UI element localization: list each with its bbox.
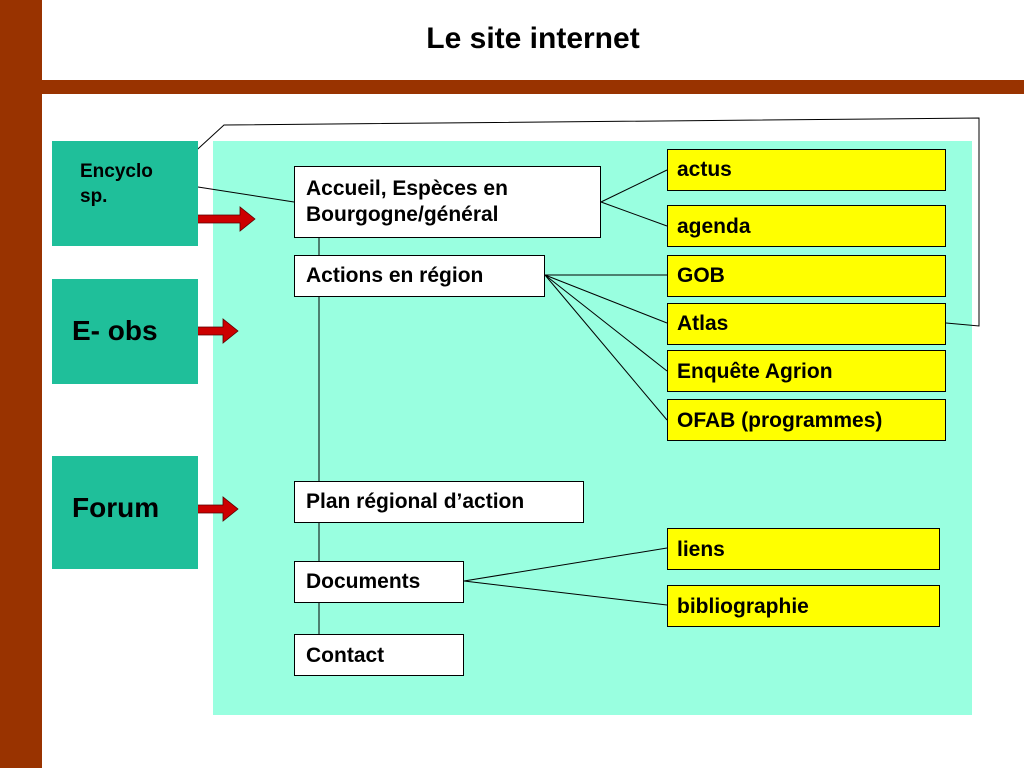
actions-box[interactable]: Actions en région	[294, 255, 545, 297]
enquete-box[interactable]: Enquête Agrion	[667, 350, 946, 392]
actions-enquete-line	[544, 274, 668, 372]
encyclo-link-line	[197, 186, 295, 203]
agenda-box[interactable]: agenda	[667, 205, 946, 247]
documents-liens-line	[463, 547, 668, 582]
eobs-block[interactable]: E- obs	[52, 279, 198, 384]
accueil-label-line1: Accueil, Espèces en	[306, 177, 508, 200]
actions-ofab-line	[544, 274, 668, 421]
plan-label: Plan régional d’action	[306, 490, 525, 513]
biblio-box[interactable]: bibliographie	[667, 585, 940, 627]
eobs-label: E- obs	[72, 315, 158, 346]
accueil-label-line2: Bourgogne/général	[306, 203, 499, 226]
title-underline-bar	[42, 80, 1024, 94]
accueil-actus-line	[600, 169, 668, 203]
ofab-box[interactable]: OFAB (programmes)	[667, 399, 946, 441]
encyclo-label: Encyclo sp.	[80, 161, 153, 207]
biblio-label: bibliographie	[677, 595, 809, 618]
documents-label: Documents	[306, 570, 421, 593]
forum-block[interactable]: Forum	[52, 456, 198, 569]
forum-label: Forum	[72, 492, 160, 523]
liens-label: liens	[677, 538, 725, 561]
enquete-label: Enquête Agrion	[677, 360, 833, 383]
encyclo-block[interactable]: Encyclo sp.	[52, 141, 198, 246]
documents-biblio-line	[463, 580, 668, 606]
actions-label: Actions en région	[306, 264, 484, 287]
actus-box[interactable]: actus	[667, 149, 946, 191]
accueil-agenda-line	[600, 201, 668, 227]
ofab-label: OFAB (programmes)	[677, 409, 883, 432]
accueil-box[interactable]: Accueil, Espèces en Bourgogne/général	[294, 166, 601, 238]
actus-label: actus	[677, 158, 732, 181]
encyclo-atlas-bracket	[187, 117, 980, 327]
agenda-label: agenda	[677, 215, 751, 238]
documents-box[interactable]: Documents	[294, 561, 464, 603]
gob-box[interactable]: GOB	[667, 255, 946, 297]
page-title: Le site internet	[426, 22, 640, 55]
atlas-box[interactable]: Atlas	[667, 303, 946, 345]
left-accent-bar	[0, 0, 42, 768]
plan-box[interactable]: Plan régional d’action	[294, 481, 584, 523]
contact-box[interactable]: Contact	[294, 634, 464, 676]
actions-atlas-line	[544, 274, 668, 324]
gob-label: GOB	[677, 264, 725, 287]
contact-label: Contact	[306, 644, 385, 667]
liens-box[interactable]: liens	[667, 528, 940, 570]
atlas-label: Atlas	[677, 312, 729, 335]
